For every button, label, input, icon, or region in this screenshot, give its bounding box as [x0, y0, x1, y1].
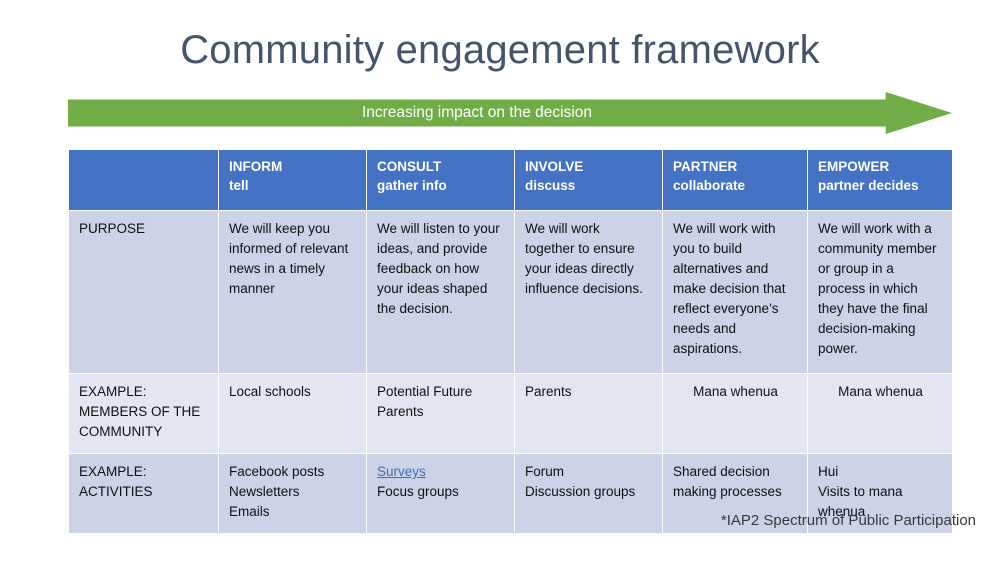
row-label-purpose: PURPOSE — [68, 210, 219, 374]
cell-line: Newsletters — [229, 483, 300, 499]
cell-line: Focus groups — [377, 483, 459, 499]
column-header-involve: INVOLVE discuss — [514, 149, 663, 211]
column-subtitle: discuss — [525, 178, 576, 194]
cell-members-consult: Potential Future Parents — [366, 373, 515, 454]
column-title: INFORM — [229, 159, 283, 174]
cell-activities-empower: Hui Visits to mana whenua — [807, 453, 953, 534]
column-subtitle: partner decides — [818, 178, 919, 194]
column-subtitle: collaborate — [673, 178, 746, 194]
cell-line: Parents — [525, 384, 572, 399]
cell-line: making processes — [673, 483, 782, 499]
cell-activities-inform: Facebook posts Newsletters Emails — [218, 453, 367, 534]
cell-line: whenua — [818, 503, 866, 519]
cell-line: Discussion groups — [525, 483, 636, 499]
cell-activities-consult: Surveys Focus groups — [366, 453, 515, 534]
cell-purpose-involve: We will work together to ensure your ide… — [514, 210, 663, 374]
cell-line: Potential Future — [377, 384, 473, 399]
column-title: CONSULT — [377, 159, 442, 174]
column-header-inform: INFORM tell — [218, 149, 367, 211]
cell-line: Emails — [229, 503, 270, 519]
cell-line: Hui — [818, 464, 839, 479]
cell-activities-involve: Forum Discussion groups — [514, 453, 663, 534]
cell-members-involve: Parents — [514, 373, 663, 454]
cell-line: Shared decision — [673, 464, 770, 479]
row-label-line: ACTIVITIES — [79, 483, 153, 499]
row-label-line: EXAMPLE: — [79, 464, 147, 479]
column-header-partner: PARTNER collaborate — [662, 149, 808, 211]
column-subtitle: gather info — [377, 178, 447, 194]
cell-line: Forum — [525, 464, 565, 479]
row-label-activities: EXAMPLE: ACTIVITIES — [68, 453, 219, 534]
table-row-purpose: PURPOSE We will keep you informed of rel… — [68, 210, 953, 374]
column-title: EMPOWER — [818, 159, 890, 174]
surveys-link[interactable]: Surveys — [377, 464, 426, 479]
column-subtitle: tell — [229, 178, 249, 194]
cell-purpose-inform: We will keep you informed of relevant ne… — [218, 210, 367, 374]
column-title: PARTNER — [673, 159, 738, 174]
cell-purpose-partner: We will work with you to build alternati… — [662, 210, 808, 374]
impact-arrow-banner: Increasing impact on the decision — [68, 92, 952, 134]
column-title: INVOLVE — [525, 159, 584, 174]
row-label-line: COMMUNITY — [79, 423, 163, 439]
engagement-framework-table: INFORM tell CONSULT gather info INVOLVE … — [68, 149, 953, 534]
row-label-members: EXAMPLE: MEMBERS OF THE COMMUNITY — [68, 373, 219, 454]
impact-arrow-label: Increasing impact on the decision — [361, 104, 593, 121]
column-header-empower: EMPOWER partner decides — [807, 149, 953, 211]
cell-line: Facebook posts — [229, 464, 325, 479]
row-label-line: EXAMPLE: — [79, 384, 147, 399]
row-label-line: MEMBERS OF THE — [79, 403, 201, 419]
cell-line: Mana whenua — [693, 384, 778, 399]
cell-line: Local schools — [229, 384, 311, 399]
cell-members-inform: Local schools — [218, 373, 367, 454]
cell-members-empower: Mana whenua — [807, 373, 953, 454]
table-corner-cell — [68, 149, 219, 211]
table-row-activities: EXAMPLE: ACTIVITIES Facebook posts Newsl… — [68, 453, 953, 534]
page-title: Community engagement framework — [180, 28, 820, 72]
row-label-line: PURPOSE — [79, 221, 146, 236]
cell-line: Visits to mana — [818, 483, 903, 499]
cell-line: Mana whenua — [838, 384, 923, 399]
cell-activities-partner: Shared decision making processes — [662, 453, 808, 534]
cell-purpose-consult: We will listen to your ideas, and provid… — [366, 210, 515, 374]
source-footnote: *IAP2 Spectrum of Public Participation — [720, 512, 976, 529]
table-header-row: INFORM tell CONSULT gather info INVOLVE … — [68, 149, 953, 211]
cell-members-partner: Mana whenua — [662, 373, 808, 454]
cell-purpose-empower: We will work with a community member or … — [807, 210, 953, 374]
table-row-members-of-the-community: EXAMPLE: MEMBERS OF THE COMMUNITY Local … — [68, 373, 953, 454]
column-header-consult: CONSULT gather info — [366, 149, 515, 211]
cell-line: Parents — [377, 403, 424, 419]
